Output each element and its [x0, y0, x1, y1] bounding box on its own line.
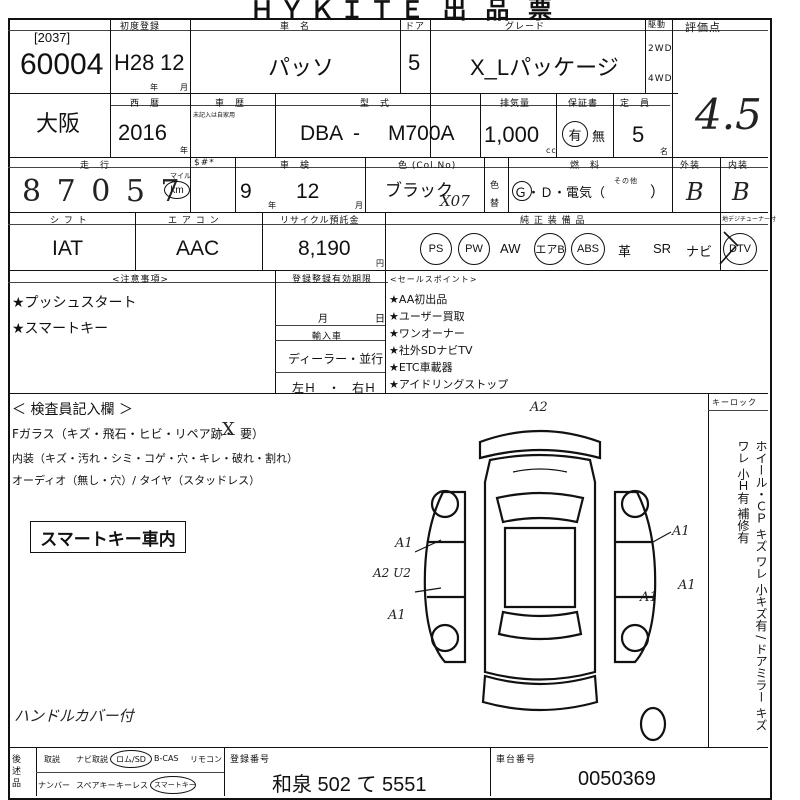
sheet-frame [8, 18, 772, 800]
color-code: X07 [440, 192, 470, 210]
mileage: 8 7 0 5 7 [22, 174, 183, 209]
inspection-month: 12 [296, 180, 320, 203]
damage-mark: A2 U2 [373, 566, 411, 580]
capacity: 5 [632, 122, 645, 147]
score-value: 4.5 [695, 90, 762, 139]
aircon-value: AAC [176, 237, 220, 260]
damage-mark: A1 [672, 524, 690, 539]
damage-mark: A1 [388, 608, 406, 623]
equip-airbag: エアB [534, 233, 566, 265]
side-note: ホイール・ＣＰ キズ ワレ 小キズ有 / ドアミラー キズ ワレ 小Ｈ有 補修有 [736, 440, 768, 731]
equip-pw: PW [458, 233, 490, 265]
first-reg-month: 12 [160, 50, 185, 75]
damage-mark: A1 [395, 536, 413, 551]
interior-line: 内装（キズ・汚れ・シミ・コゲ・穴・キレ・破れ・割れ） [12, 452, 298, 465]
area-value: 大阪 [36, 111, 81, 136]
equip-ps: PS [420, 233, 452, 265]
equip-navi: ナビ [686, 244, 713, 259]
lot-bracket: [2037] [34, 30, 71, 45]
registration-plate: 和泉 502 て 5551 [272, 774, 427, 796]
equip-dtv: DTV [723, 233, 757, 265]
chassis-number: 0050369 [578, 768, 656, 790]
damage-mark: A2 [530, 400, 548, 415]
exterior-grade: B [686, 178, 704, 206]
car-damage-diagram [414, 429, 672, 742]
model-prefix: DBA [300, 122, 344, 145]
car-name-label: 車 名 [280, 22, 311, 32]
smartkey-circled [150, 776, 196, 794]
fuel-selected [512, 181, 532, 201]
equip-leather: 革 [618, 244, 632, 259]
color-value: ブラック [385, 181, 453, 200]
audio-tire-line: オーディオ（無し・穴）/ タイヤ（スタッドレス） [12, 474, 261, 487]
glass-mark: X [222, 419, 235, 440]
sheet-title: ＨＹＫＩＴＥ 出 品 票 [250, 0, 559, 24]
car-name: パッソ [268, 55, 335, 80]
first-reg-era: H28 [114, 50, 155, 75]
grade-value: X_Lパッケージ [470, 55, 619, 80]
selling-point: ★ワンオーナー [389, 327, 465, 340]
navi-check-mark [719, 231, 739, 265]
selling-point: ★ETC車載器 [389, 361, 453, 374]
selling-point: ★AA初出品 [389, 293, 448, 306]
equip-aw: AW [500, 241, 521, 256]
shift-value: IAT [52, 237, 84, 260]
drive-2wd: 2WD [648, 44, 673, 54]
handle-cover-note: ハンドルカバー付 [14, 707, 134, 725]
warranty-no: 無 [592, 129, 606, 144]
smartkey-inside-box: スマートキー車内 [30, 521, 186, 553]
model-code: M700A [388, 122, 455, 145]
mileage-unit-km: km [164, 181, 190, 199]
selling-point: ★ユーザー買取 [389, 310, 465, 323]
glass-line: Fガラス（キズ・飛石・ヒビ・リペア跡・ [12, 427, 235, 441]
equip-sunroof: SR [653, 241, 672, 256]
fuel-options: Ｇ・Ｄ・電気（ [514, 185, 606, 200]
caution-item: ★スマートキー [12, 321, 109, 337]
lot-number: 60004 [20, 48, 104, 81]
selling-point: ★アイドリングストップ [389, 378, 509, 391]
model-year: 2016 [118, 120, 167, 145]
displacement: 1,000 [484, 122, 540, 147]
selling-point: ★社外SDナビTV [389, 344, 473, 357]
score-label: 評価点 [685, 21, 721, 34]
doors-value: 5 [408, 50, 421, 75]
grade-label: グレード [505, 22, 546, 32]
interior-grade: B [732, 178, 750, 206]
inspection-year: 9 [240, 180, 252, 203]
rom-sd-circled [110, 750, 152, 768]
warranty-yes: 有 [562, 121, 588, 147]
door-label: ドア [405, 22, 426, 32]
equip-abs: ABS [571, 233, 605, 265]
drive-4wd: 4WD [648, 74, 673, 84]
caution-item: ★プッシュスタート [12, 295, 137, 311]
drive-label: 駆動 [648, 20, 666, 29]
recycle-fee: 8,190 [298, 237, 351, 260]
post-items-label: 後述品 [12, 755, 23, 789]
first-reg-label: 初度登録 [120, 22, 161, 32]
damage-mark: A1 [678, 578, 696, 593]
inspector-title: ＜ 検査員記入欄 ＞ [12, 402, 133, 418]
